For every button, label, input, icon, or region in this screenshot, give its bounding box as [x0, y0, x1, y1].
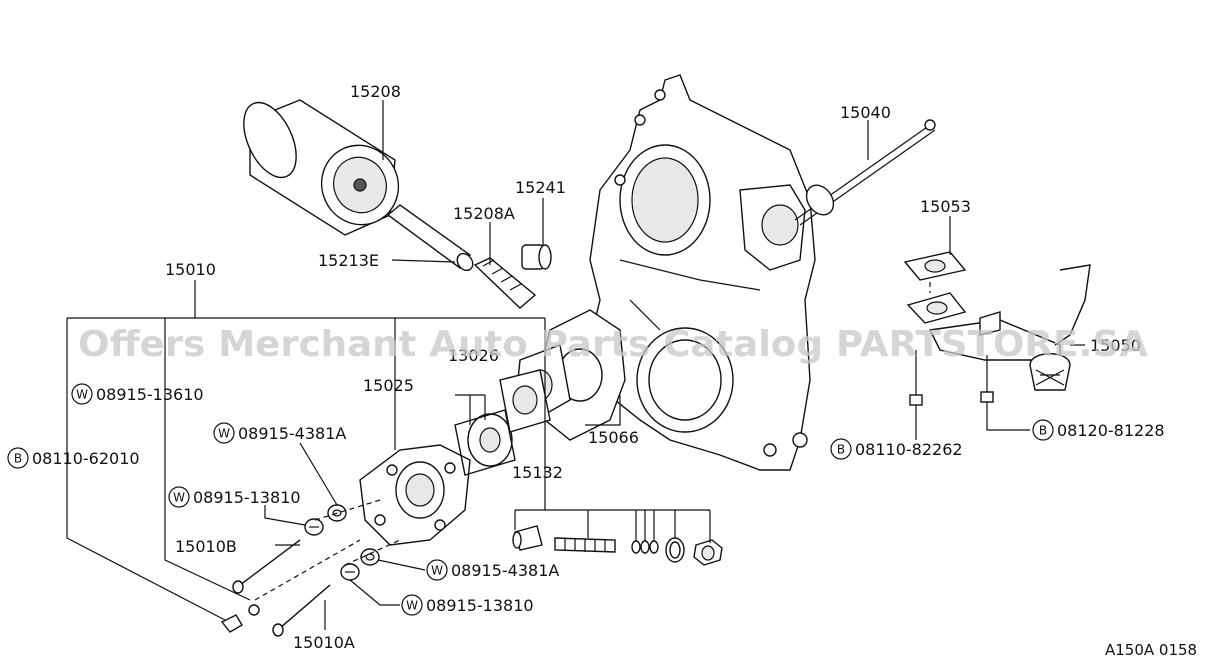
svg-text:B: B [14, 452, 22, 466]
plug-15241 [521, 244, 552, 270]
leader-15066 [585, 395, 621, 426]
leader-b3 [986, 402, 1030, 431]
label-15132: 15132 [512, 463, 563, 482]
leader-w5 [349, 579, 400, 606]
label-15066: 15066 [588, 428, 639, 447]
callout-w2: W 08915-4381A [213, 422, 346, 444]
svg-text:08915-13610: 08915-13610 [96, 385, 204, 404]
assembly-line-1 [254, 539, 361, 601]
assembly-line-2 [314, 499, 381, 521]
svg-text:B: B [1039, 424, 1047, 438]
svg-text:W: W [406, 599, 418, 613]
washer-upper [327, 504, 347, 522]
oil-strainer-15050 [928, 264, 1091, 391]
callout-b2: B 08110-82262 [830, 438, 963, 460]
svg-text:W: W [173, 491, 185, 505]
label-15010: 15010 [165, 260, 216, 279]
assembly-line-3 [344, 539, 401, 566]
svg-text:W: W [76, 388, 88, 402]
label-15040: 15040 [840, 103, 891, 122]
washer-upper-2 [304, 518, 324, 536]
label-15053: 15053 [920, 197, 971, 216]
leader-w2 [299, 442, 338, 506]
svg-text:W: W [218, 427, 230, 441]
bolt-bottom-left [220, 604, 260, 633]
callout-w5: W 08915-13810 [401, 594, 534, 616]
label-15050: 15050 [1090, 336, 1141, 355]
leader-15132-bracket [514, 509, 711, 543]
watermark-text: Offers Merchant Auto Parts Catalog PARTS… [78, 324, 1148, 365]
front-cover-housing [589, 74, 816, 471]
svg-text:08915-4381A: 08915-4381A [238, 424, 346, 443]
washer-lower-2 [340, 563, 360, 581]
regulator-small-washers [631, 540, 659, 554]
callout-w1: W 08915-13610 [71, 383, 204, 405]
svg-text:08915-4381A: 08915-4381A [451, 561, 559, 580]
label-15208A: 15208A [453, 204, 515, 223]
regulator-plunger [512, 525, 543, 551]
label-15010A: 15010A [293, 633, 355, 652]
leader-13026 [455, 394, 486, 425]
connector-pipe-15213E [386, 204, 474, 272]
oil-filter-15208 [243, 99, 400, 236]
svg-text:W: W [431, 564, 443, 578]
strainer-gasket-15053 [903, 251, 967, 324]
svg-text:B: B [837, 443, 845, 457]
regulator-ring [665, 537, 685, 563]
pump-gears-13026 [454, 369, 551, 476]
callout-w3: W 08915-13810 [168, 486, 301, 508]
relief-valve-15208A [473, 257, 537, 309]
leader-15213E [391, 259, 456, 263]
svg-text:08915-13810: 08915-13810 [193, 488, 301, 507]
svg-text:08915-13810: 08915-13810 [426, 596, 534, 615]
oil-pump-body-15025 [359, 444, 471, 546]
callout-w4: W 08915-4381A [426, 559, 559, 581]
label-13026: 13026 [448, 346, 499, 365]
stud-15010B [232, 539, 301, 594]
leader-15010-left [66, 318, 226, 621]
leader-w3 [264, 505, 306, 526]
regulator-spring [554, 537, 616, 553]
regulator-cap-nut [693, 539, 723, 566]
svg-text:08110-82262: 08110-82262 [855, 440, 963, 459]
label-15241: 15241 [515, 178, 566, 197]
dipstick-15040 [794, 119, 936, 226]
callout-b3: B 08120-81228 [1032, 419, 1165, 441]
label-15025: 15025 [363, 376, 414, 395]
leader-15010-inner [164, 318, 251, 601]
washer-lower [360, 548, 380, 566]
svg-text:08120-81228: 08120-81228 [1057, 421, 1165, 440]
label-15010B: 15010B [175, 537, 237, 556]
svg-text:08110-62010: 08110-62010 [32, 449, 140, 468]
label-15213E: 15213E [318, 251, 379, 270]
leader-w4 [377, 559, 426, 571]
stud-15010A [272, 584, 331, 637]
label-15208: 15208 [350, 82, 401, 101]
diagram-id: A150A 0158 [1105, 641, 1197, 659]
callout-b1: B 08110-62010 [7, 447, 140, 469]
